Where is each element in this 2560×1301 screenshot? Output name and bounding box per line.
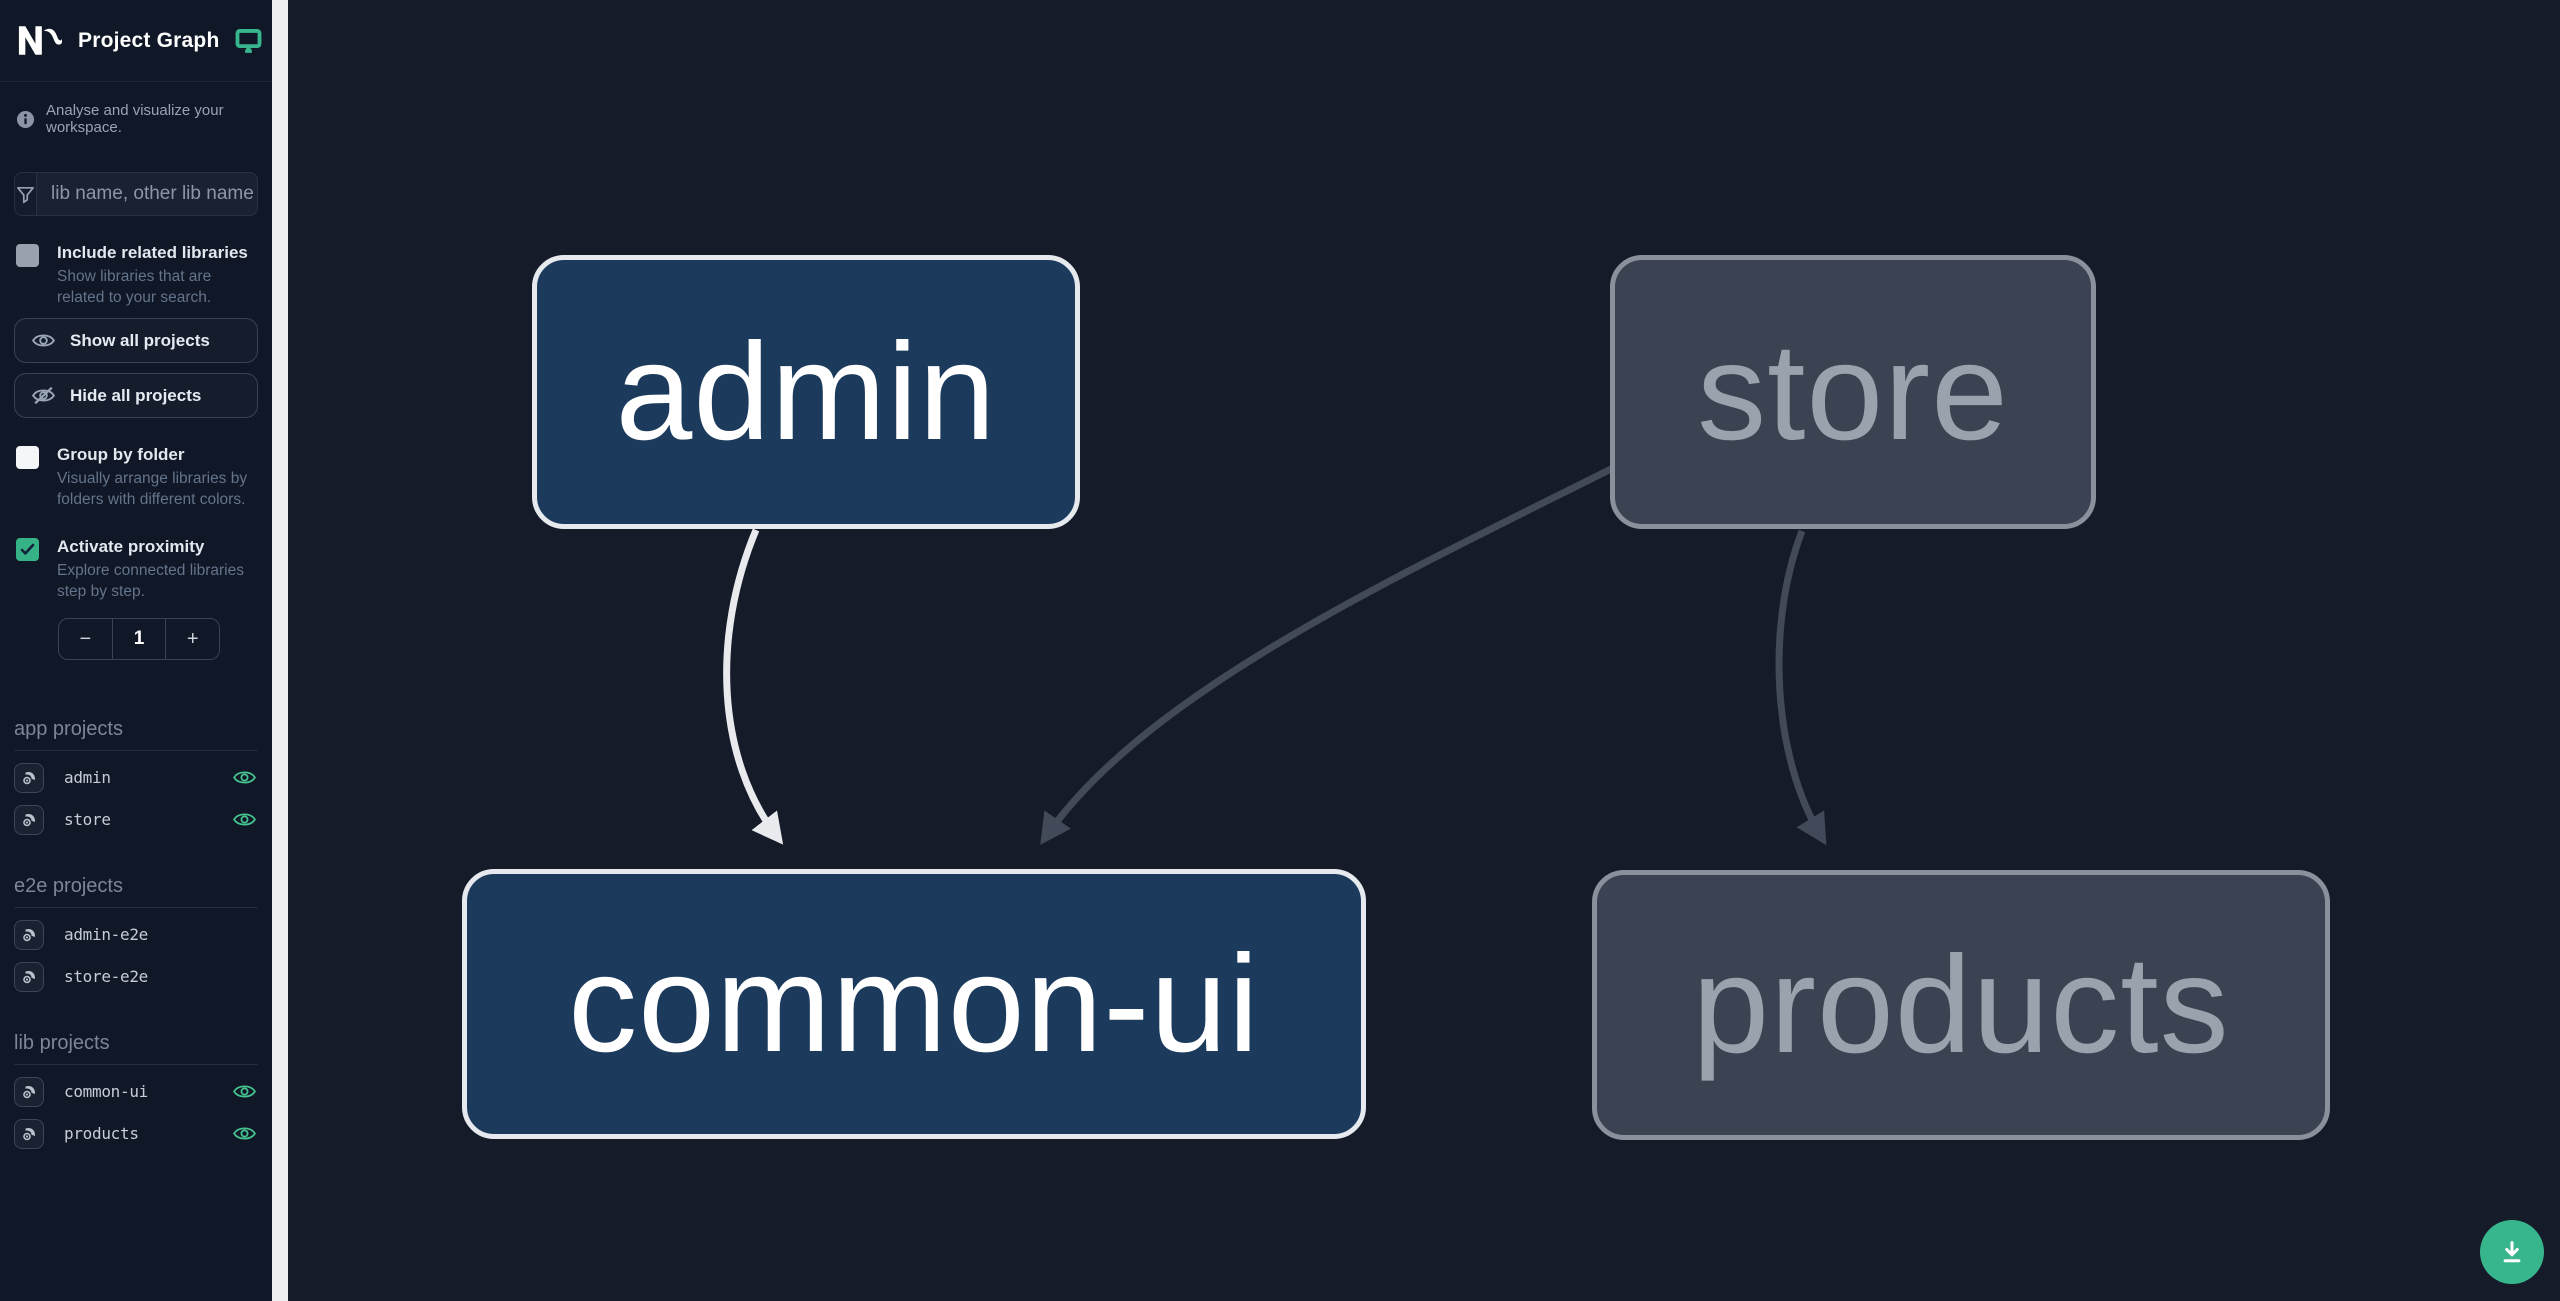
focus-project-button[interactable] [14, 804, 44, 835]
node-label: admin [615, 314, 997, 469]
workspace-tagline-row: Analyse and visualize your workspace. [0, 82, 272, 136]
node-label: store [1697, 314, 2009, 469]
proximity-depth-value: 1 [111, 619, 167, 659]
section-e2e-projects: e2e projects admin-e2e [14, 875, 258, 992]
option-label: Activate proximity [57, 537, 205, 556]
focus-project-button[interactable] [14, 1076, 44, 1107]
project-name[interactable]: admin [64, 768, 111, 787]
toggle-visibility-eye-icon[interactable] [232, 1123, 258, 1145]
list-item: products [14, 1118, 258, 1149]
section-title: e2e projects [14, 875, 258, 908]
search-box [14, 172, 258, 216]
project-name[interactable]: admin-e2e [64, 925, 148, 944]
download-icon [2503, 1241, 2521, 1263]
sidebar-resize-divider[interactable] [272, 0, 288, 1301]
option-label: Group by folder [57, 445, 185, 464]
project-name[interactable]: common-ui [64, 1082, 148, 1101]
page-title: Project Graph [78, 28, 220, 52]
option-description: Visually arrange libraries by folders wi… [57, 470, 248, 508]
toggle-visibility-eye-icon[interactable] [232, 1081, 258, 1103]
graph-node-admin[interactable]: admin [532, 255, 1080, 529]
eye-icon [31, 331, 56, 350]
focus-icon [22, 771, 35, 785]
section-title: lib projects [14, 1032, 258, 1065]
focus-icon [22, 813, 35, 827]
list-item: store-e2e [14, 961, 258, 992]
section-app-projects: app projects admin [14, 718, 258, 835]
graph-node-common-ui[interactable]: common-ui [462, 869, 1366, 1139]
increment-button[interactable]: + [186, 627, 199, 650]
download-graph-button[interactable] [2480, 1220, 2544, 1284]
option-activate-proximity: Activate proximity Explore connected lib… [0, 536, 272, 602]
desktop-icon[interactable] [235, 27, 262, 54]
option-description: Show libraries that are related to your … [57, 268, 212, 306]
filter-icon [15, 173, 37, 215]
list-item: admin [14, 762, 258, 793]
section-lib-projects: lib projects common-ui [14, 1032, 258, 1149]
project-name[interactable]: store-e2e [64, 967, 148, 986]
focus-icon [22, 1085, 35, 1099]
list-item: store [14, 804, 258, 835]
list-item: admin-e2e [14, 919, 258, 950]
project-name[interactable]: store [64, 810, 111, 829]
focus-icon [22, 928, 35, 942]
section-title: app projects [14, 718, 258, 751]
option-description: Explore connected libraries step by step… [57, 562, 244, 600]
toggle-visibility-eye-icon[interactable] [232, 809, 258, 831]
group-by-folder-checkbox[interactable] [16, 446, 39, 469]
activate-proximity-checkbox[interactable] [16, 538, 39, 561]
focus-project-button[interactable] [14, 762, 44, 793]
hide-all-projects-button[interactable]: Hide all projects [14, 373, 258, 418]
project-name[interactable]: products [64, 1124, 139, 1143]
eye-off-icon [31, 385, 56, 406]
proximity-depth-stepper: − 1 + [58, 618, 220, 660]
node-label: products [1692, 927, 2230, 1082]
option-group-by-folder: Group by folder Visually arrange librari… [0, 444, 272, 510]
sidebar-header: Project Graph [0, 0, 272, 82]
graph-node-store[interactable]: store [1610, 255, 2096, 529]
sidebar: Project Graph Analyse and visualize your… [0, 0, 272, 1301]
decrement-button[interactable]: − [79, 627, 92, 650]
hide-all-projects-label: Hide all projects [70, 385, 202, 405]
option-include-related: Include related libraries Show libraries… [0, 242, 272, 308]
focus-project-button[interactable] [14, 919, 44, 950]
show-all-projects-button[interactable]: Show all projects [14, 318, 258, 363]
search-input[interactable] [37, 173, 257, 215]
include-related-checkbox[interactable] [16, 244, 39, 267]
node-label: common-ui [568, 926, 1260, 1081]
workspace-tagline: Analyse and visualize your workspace. [46, 102, 224, 136]
show-all-projects-label: Show all projects [70, 330, 210, 350]
graph-node-products[interactable]: products [1592, 870, 2330, 1140]
toggle-visibility-eye-icon[interactable] [232, 767, 258, 789]
nx-logo [18, 25, 62, 56]
focus-icon [22, 1127, 35, 1141]
info-icon [16, 110, 35, 129]
focus-project-button[interactable] [14, 1118, 44, 1149]
option-label: Include related libraries [57, 243, 248, 262]
checkmark-icon [20, 543, 35, 555]
focus-project-button[interactable] [14, 961, 44, 992]
list-item: common-ui [14, 1076, 258, 1107]
focus-icon [22, 970, 35, 984]
